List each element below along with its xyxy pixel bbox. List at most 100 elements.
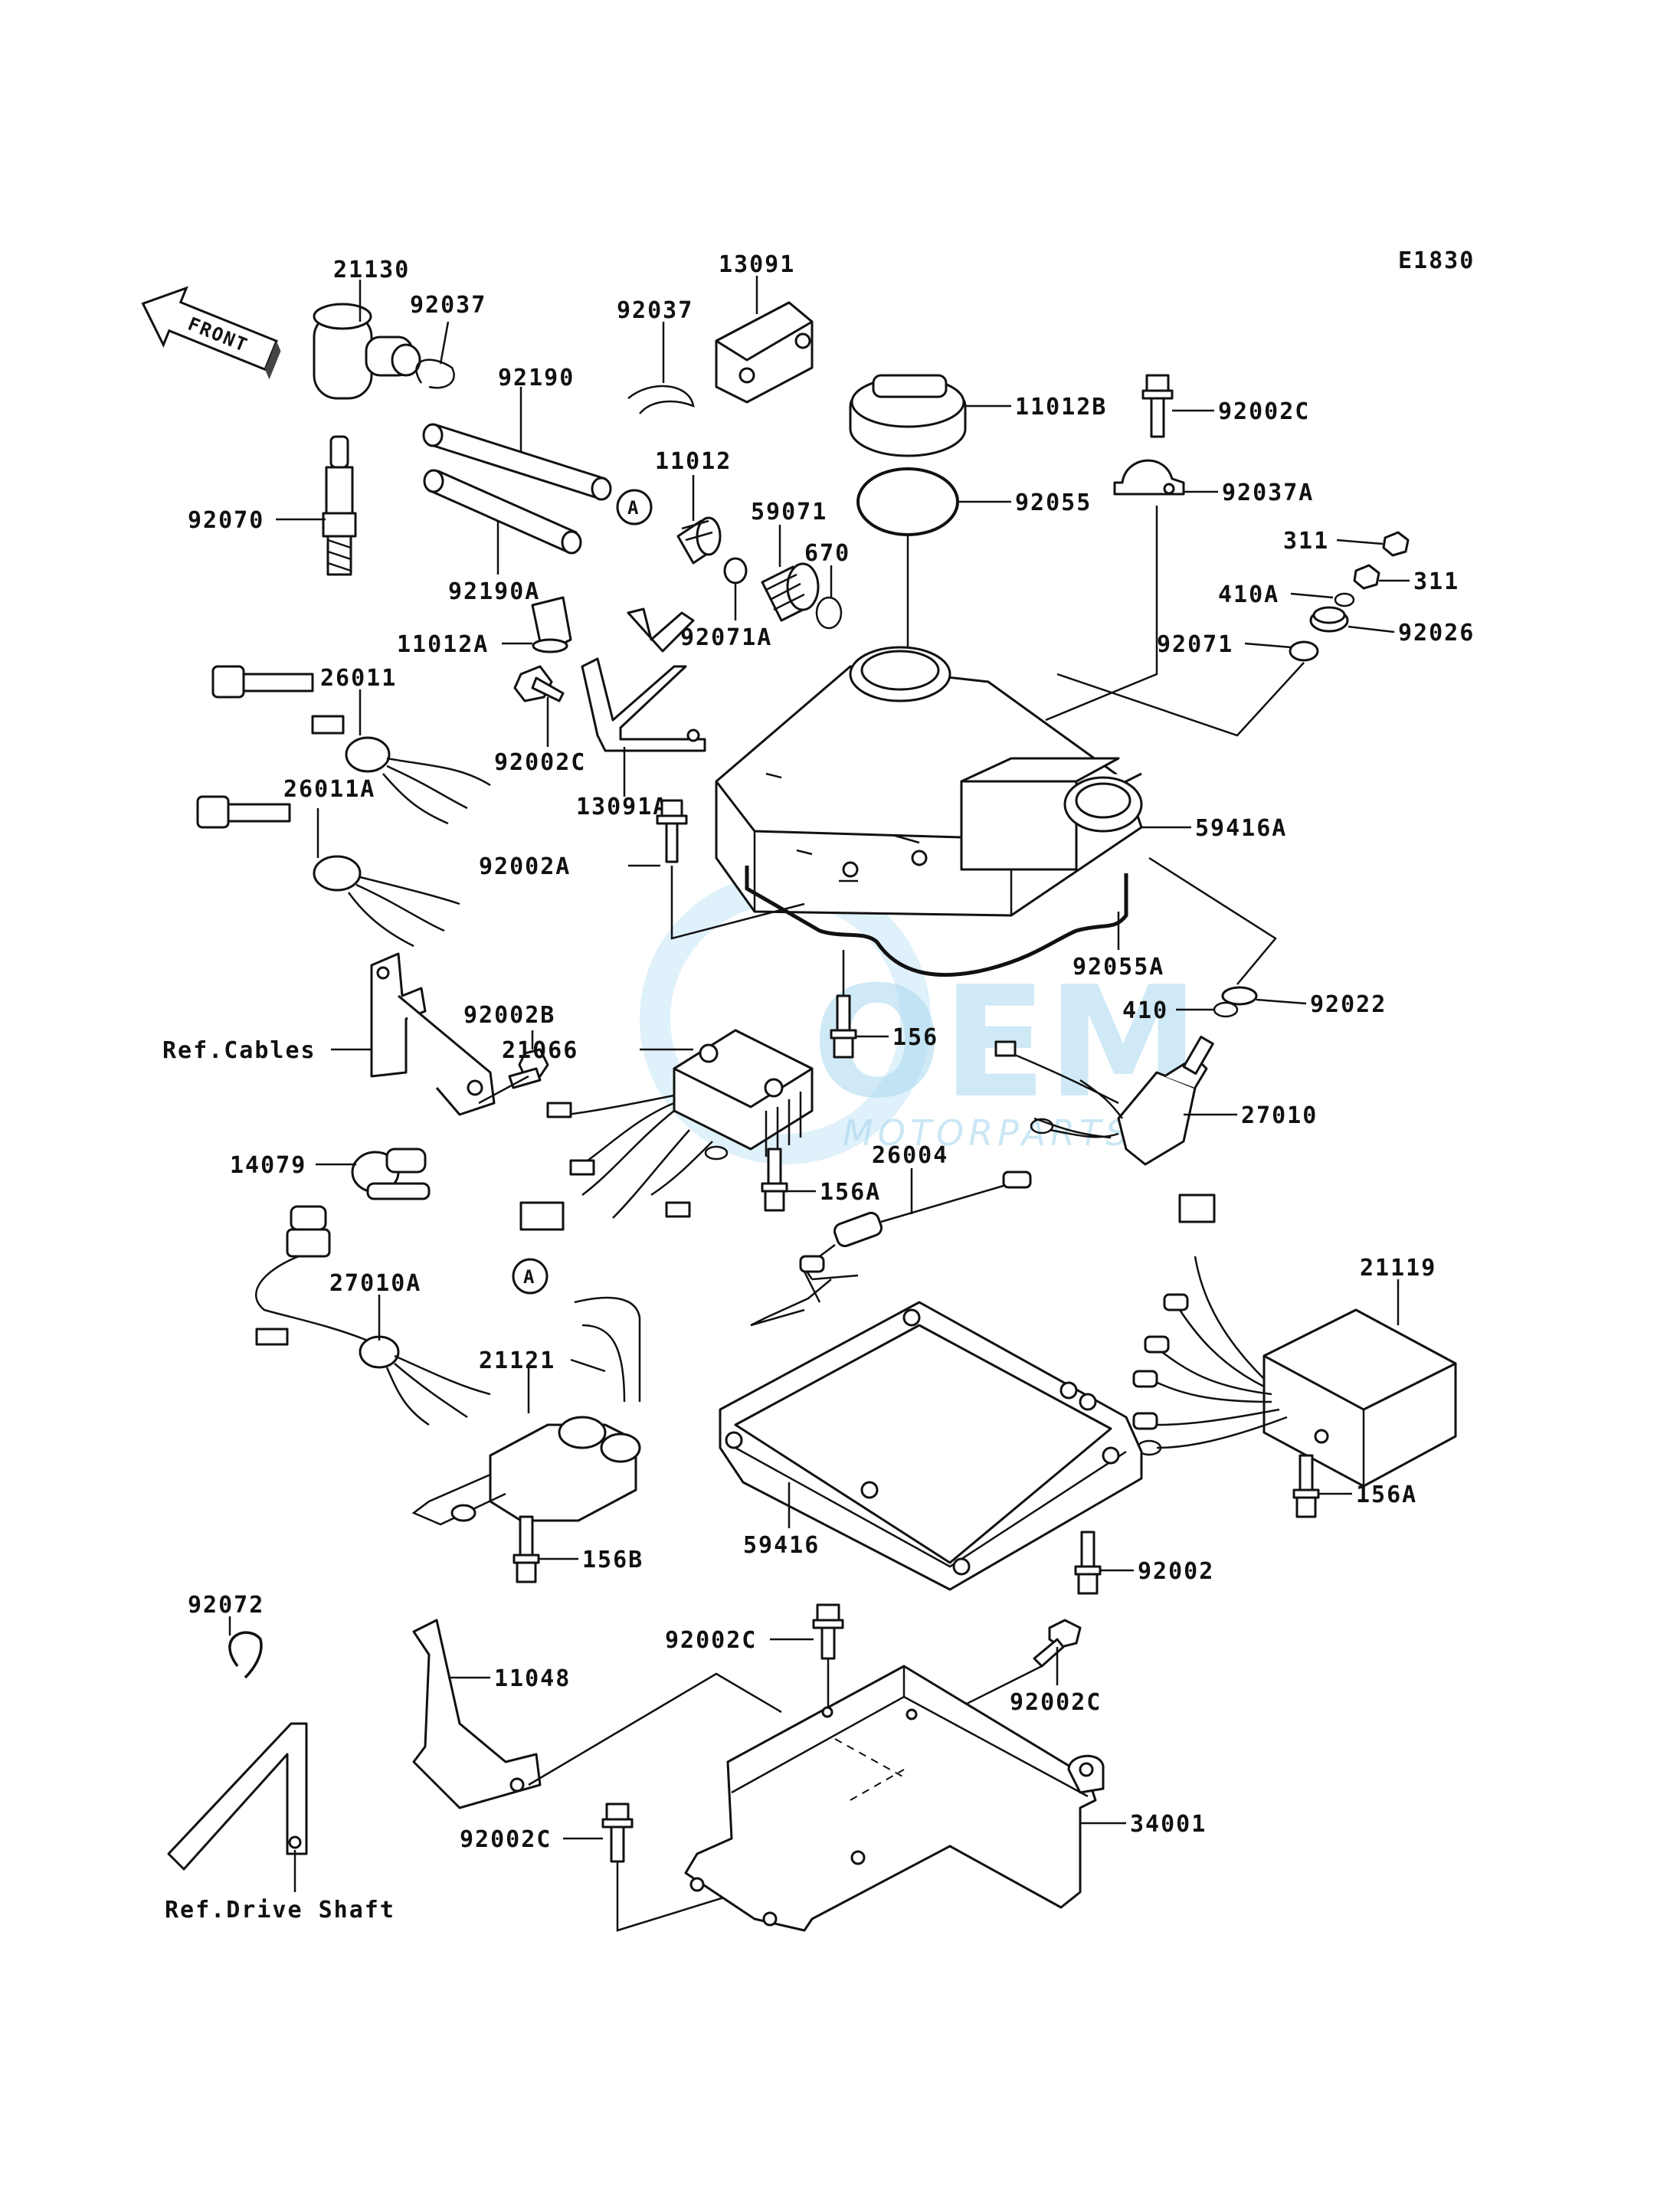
bolt-156	[830, 994, 857, 1059]
label-670: 670	[804, 540, 850, 567]
label-59416a: 59416A	[1195, 815, 1287, 842]
label-92022: 92022	[1310, 991, 1387, 1018]
label-92071: 92071	[1157, 631, 1233, 658]
regulator-21066	[519, 1029, 814, 1231]
label-13091a: 13091A	[576, 794, 668, 820]
bolt-92002c-b3	[601, 1802, 634, 1863]
callout-a-bottom: A	[512, 1258, 549, 1295]
label-92072: 92072	[188, 1592, 264, 1619]
bolt-156a-left	[761, 1148, 788, 1212]
bolt-92002c-b1	[812, 1603, 844, 1660]
label-92002c-b3: 92002C	[460, 1826, 552, 1853]
cap-11012b	[849, 374, 967, 457]
label-11012a: 11012A	[397, 631, 489, 658]
label-59071: 59071	[751, 499, 827, 526]
nut-311-a	[1382, 531, 1410, 557]
sensor-14079	[351, 1148, 431, 1200]
bolt-92002	[1074, 1531, 1102, 1595]
ring-92022	[1221, 986, 1258, 1006]
label-311-b: 311	[1413, 568, 1459, 595]
label-92002c-mid: 92002C	[494, 749, 586, 776]
label-410a: 410A	[1218, 581, 1279, 608]
label-21130: 21130	[333, 257, 410, 283]
bracket-11048	[412, 1619, 542, 1809]
bracket-plate-34001	[684, 1665, 1105, 1932]
ignition-coil-21121	[411, 1296, 641, 1526]
label-92071a: 92071A	[680, 624, 772, 651]
cap-11012	[676, 516, 722, 565]
cdi-unit-21119	[1132, 1193, 1457, 1488]
label-92037a: 92037A	[1222, 480, 1314, 506]
bolt-92002c-top	[1141, 374, 1174, 438]
label-156: 156	[892, 1024, 938, 1051]
label-26011a: 26011A	[283, 776, 375, 803]
electric-box-cover-59416a	[715, 646, 1143, 917]
label-156a-right: 156A	[1356, 1482, 1417, 1508]
label-92055: 92055	[1015, 489, 1092, 516]
tube-92190a	[423, 469, 582, 555]
front-arrow: FRONT	[141, 286, 281, 380]
washer-410a	[1334, 592, 1355, 607]
boot-11012a	[531, 596, 572, 653]
label-13091: 13091	[719, 251, 795, 278]
label-92002a: 92002A	[479, 853, 571, 880]
label-92002c-top: 92002C	[1218, 398, 1310, 425]
grommet-59071	[761, 562, 820, 622]
resistor-26004	[750, 1171, 1032, 1327]
svg-text:A: A	[523, 1266, 535, 1288]
label-92002b: 92002B	[463, 1002, 555, 1029]
switch-27010	[994, 1036, 1214, 1166]
label-92070: 92070	[188, 507, 264, 534]
harness-26011a	[196, 795, 460, 948]
label-26011: 26011	[320, 665, 397, 692]
bolt-92002a	[656, 799, 688, 863]
label-92055a: 92055A	[1073, 954, 1164, 981]
label-92037-b: 92037	[617, 297, 693, 324]
label-11012b: 11012B	[1015, 394, 1107, 421]
bracket-ref-drive-shaft	[167, 1722, 308, 1871]
label-92002: 92002	[1138, 1558, 1214, 1585]
clip-92037-a	[415, 359, 455, 389]
ring-92071	[1289, 640, 1319, 662]
label-21121: 21121	[479, 1347, 555, 1374]
label-92002c-b1: 92002C	[665, 1627, 757, 1654]
label-ref-drive-shaft: Ref.Drive Shaft	[165, 1897, 395, 1924]
label-92002c-b2: 92002C	[1010, 1689, 1102, 1716]
harness-27010a	[255, 1205, 491, 1426]
label-27010: 27010	[1241, 1102, 1318, 1129]
bracket-ref-cables	[370, 952, 496, 1116]
clip-92072	[228, 1631, 263, 1679]
electric-case-59416	[719, 1301, 1143, 1591]
nut-311-b	[1353, 564, 1380, 590]
label-92026: 92026	[1398, 620, 1475, 647]
spark-plug-cap	[313, 303, 421, 400]
oring-92055	[856, 467, 959, 536]
svg-text:A: A	[627, 497, 640, 519]
ring-92071a	[723, 557, 748, 584]
label-11012: 11012	[655, 448, 732, 475]
diagram-code: E1830	[1398, 247, 1475, 274]
holder-13091	[715, 301, 814, 404]
label-311-a: 311	[1283, 528, 1329, 555]
bolt-156a-right	[1292, 1454, 1320, 1518]
bracket-13091a	[581, 607, 706, 752]
callout-a-top: A	[616, 489, 653, 526]
gasket-92055a	[745, 866, 1128, 977]
label-27010a: 27010A	[329, 1270, 421, 1297]
label-26004: 26004	[872, 1142, 948, 1169]
label-34001: 34001	[1130, 1811, 1207, 1838]
clamp-92037a	[1113, 459, 1185, 496]
label-92037-a: 92037	[410, 292, 486, 319]
label-ref-cables: Ref.Cables	[162, 1037, 316, 1064]
grommet-92026	[1309, 606, 1349, 633]
label-92190: 92190	[498, 365, 575, 391]
label-21066: 21066	[502, 1037, 578, 1064]
spark-plug	[322, 435, 357, 576]
harness-26011	[211, 665, 491, 825]
oring-670	[815, 596, 843, 630]
label-59416: 59416	[743, 1532, 820, 1559]
bolt-156b	[513, 1515, 540, 1583]
label-156a-left: 156A	[820, 1179, 881, 1206]
clip-92037-b	[627, 385, 695, 414]
